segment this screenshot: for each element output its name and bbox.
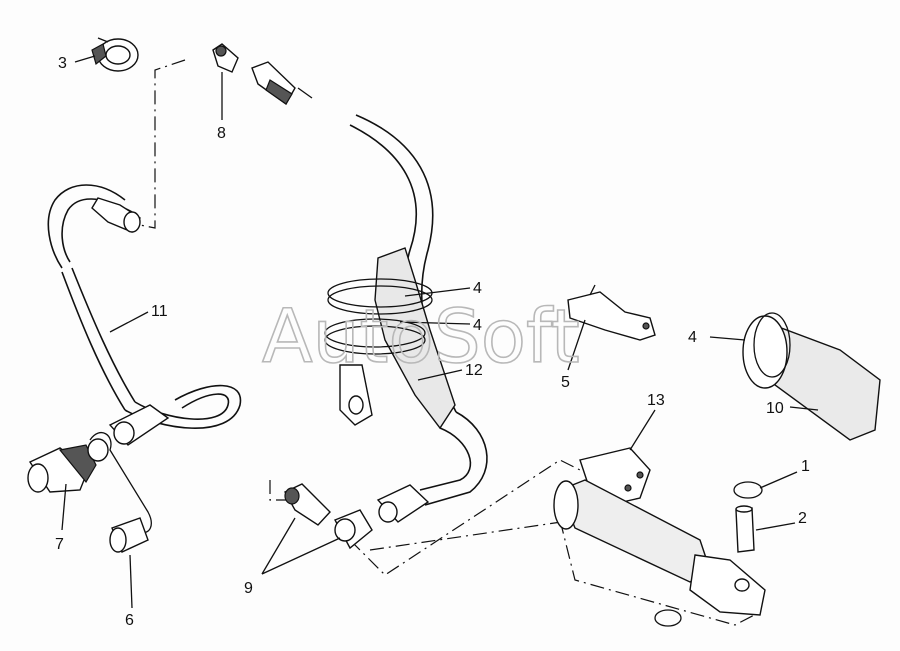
label-13: 13 [647, 392, 665, 409]
parts-1-2-pin-clip [733, 481, 763, 553]
part-13-cylinder [553, 447, 766, 627]
part-9-fitting [284, 483, 373, 550]
label-10: 10 [766, 400, 784, 417]
label-11: 11 [151, 303, 168, 320]
label-8: 8 [217, 125, 226, 142]
leader-lines [61, 55, 819, 609]
label-12: 12 [465, 362, 483, 379]
label-5: 5 [561, 374, 570, 391]
part-10-hose-end [742, 312, 881, 441]
label-4-upper: 4 [473, 280, 482, 297]
part-12-hose [349, 114, 488, 523]
watermark: AutoSoft [262, 294, 580, 380]
part-5-bracket [567, 284, 656, 341]
label-7: 7 [55, 536, 64, 553]
part-3-hose-clamp [91, 37, 139, 72]
label-6: 6 [125, 612, 134, 629]
label-1: 1 [801, 458, 810, 475]
part-4-clamps [324, 278, 433, 426]
part-7-coupling [27, 438, 109, 493]
label-9: 9 [244, 580, 253, 597]
label-4-lower: 4 [473, 317, 482, 334]
label-2: 2 [798, 510, 807, 527]
label-4-right: 4 [688, 329, 697, 346]
label-3: 3 [58, 55, 67, 72]
part-11-hose [47, 184, 242, 446]
part-6-cap [89, 431, 152, 553]
part-8-fitting [212, 43, 313, 106]
